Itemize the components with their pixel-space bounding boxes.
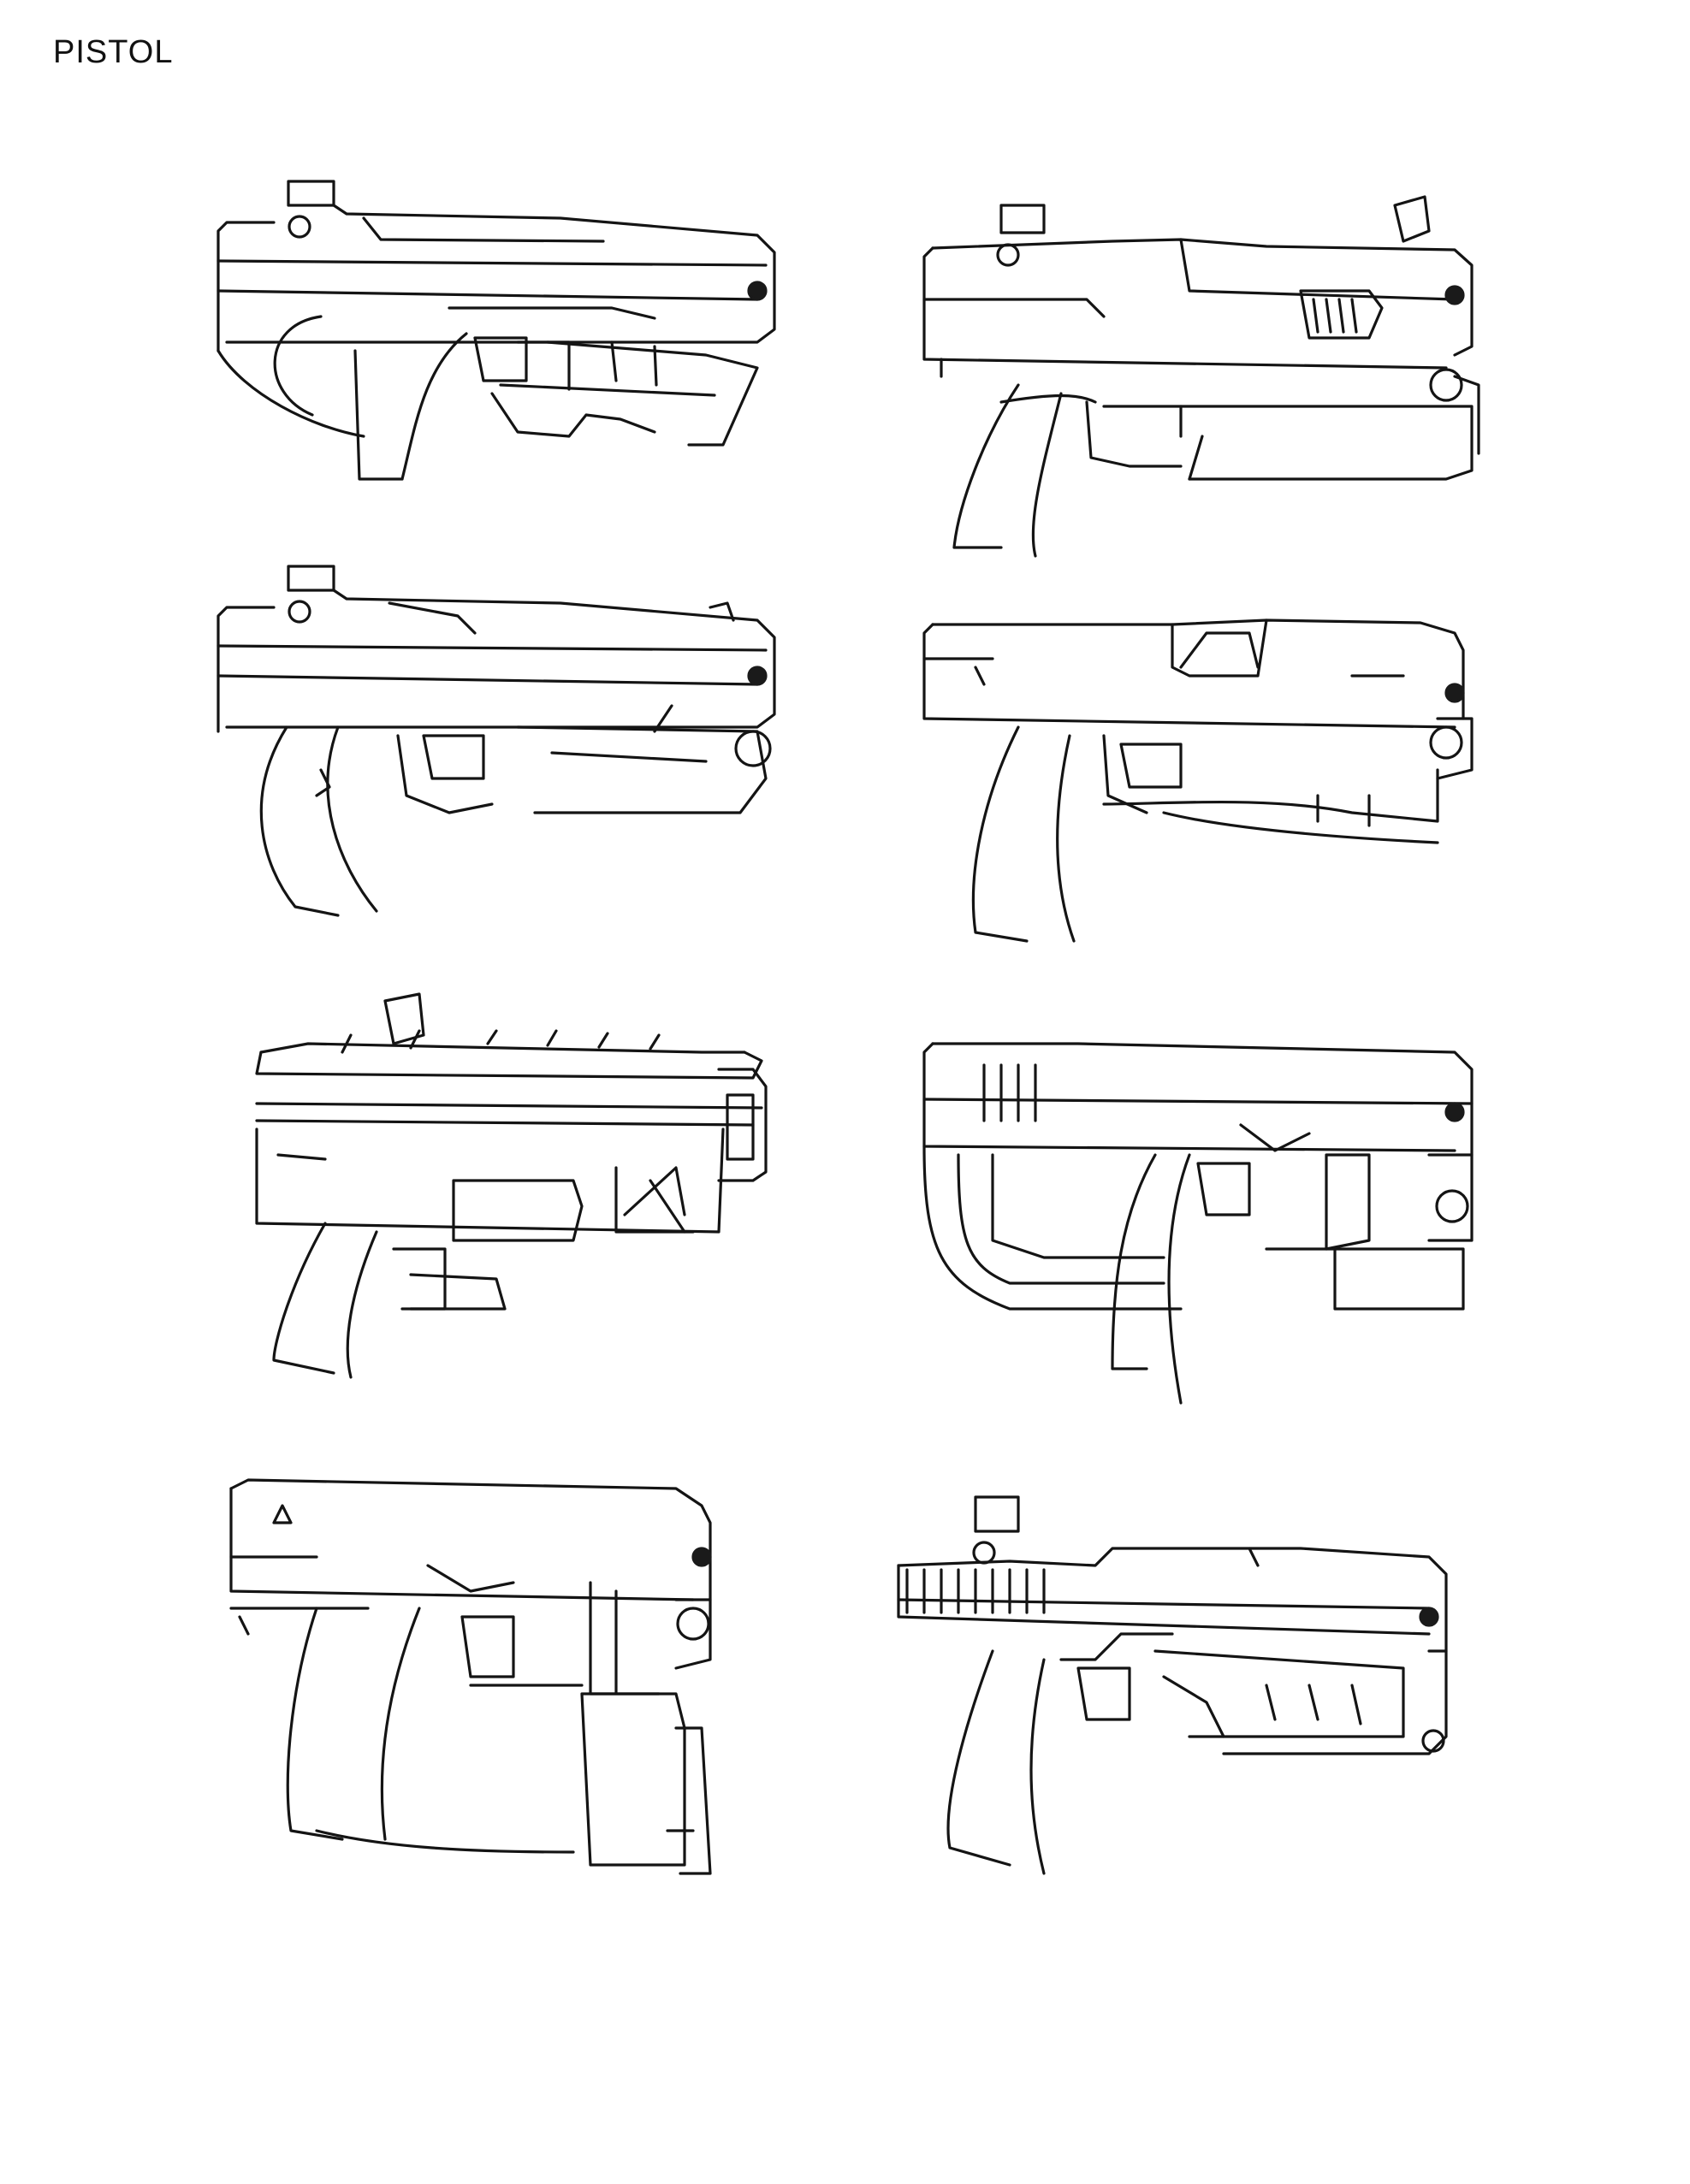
sheet-title: PISTOL	[53, 34, 174, 70]
pistol-sketch-2	[907, 180, 1489, 573]
pistol-sketch-3	[210, 556, 792, 932]
pistol-sketch-6	[907, 1027, 1489, 1420]
pistol-sketch-8	[881, 1480, 1472, 1891]
pistol-sketch-1	[210, 171, 792, 505]
pistol-sketch-7	[214, 1471, 744, 1875]
pistol-sketch-5	[240, 984, 787, 1386]
pistol-sketch-4	[907, 599, 1489, 958]
